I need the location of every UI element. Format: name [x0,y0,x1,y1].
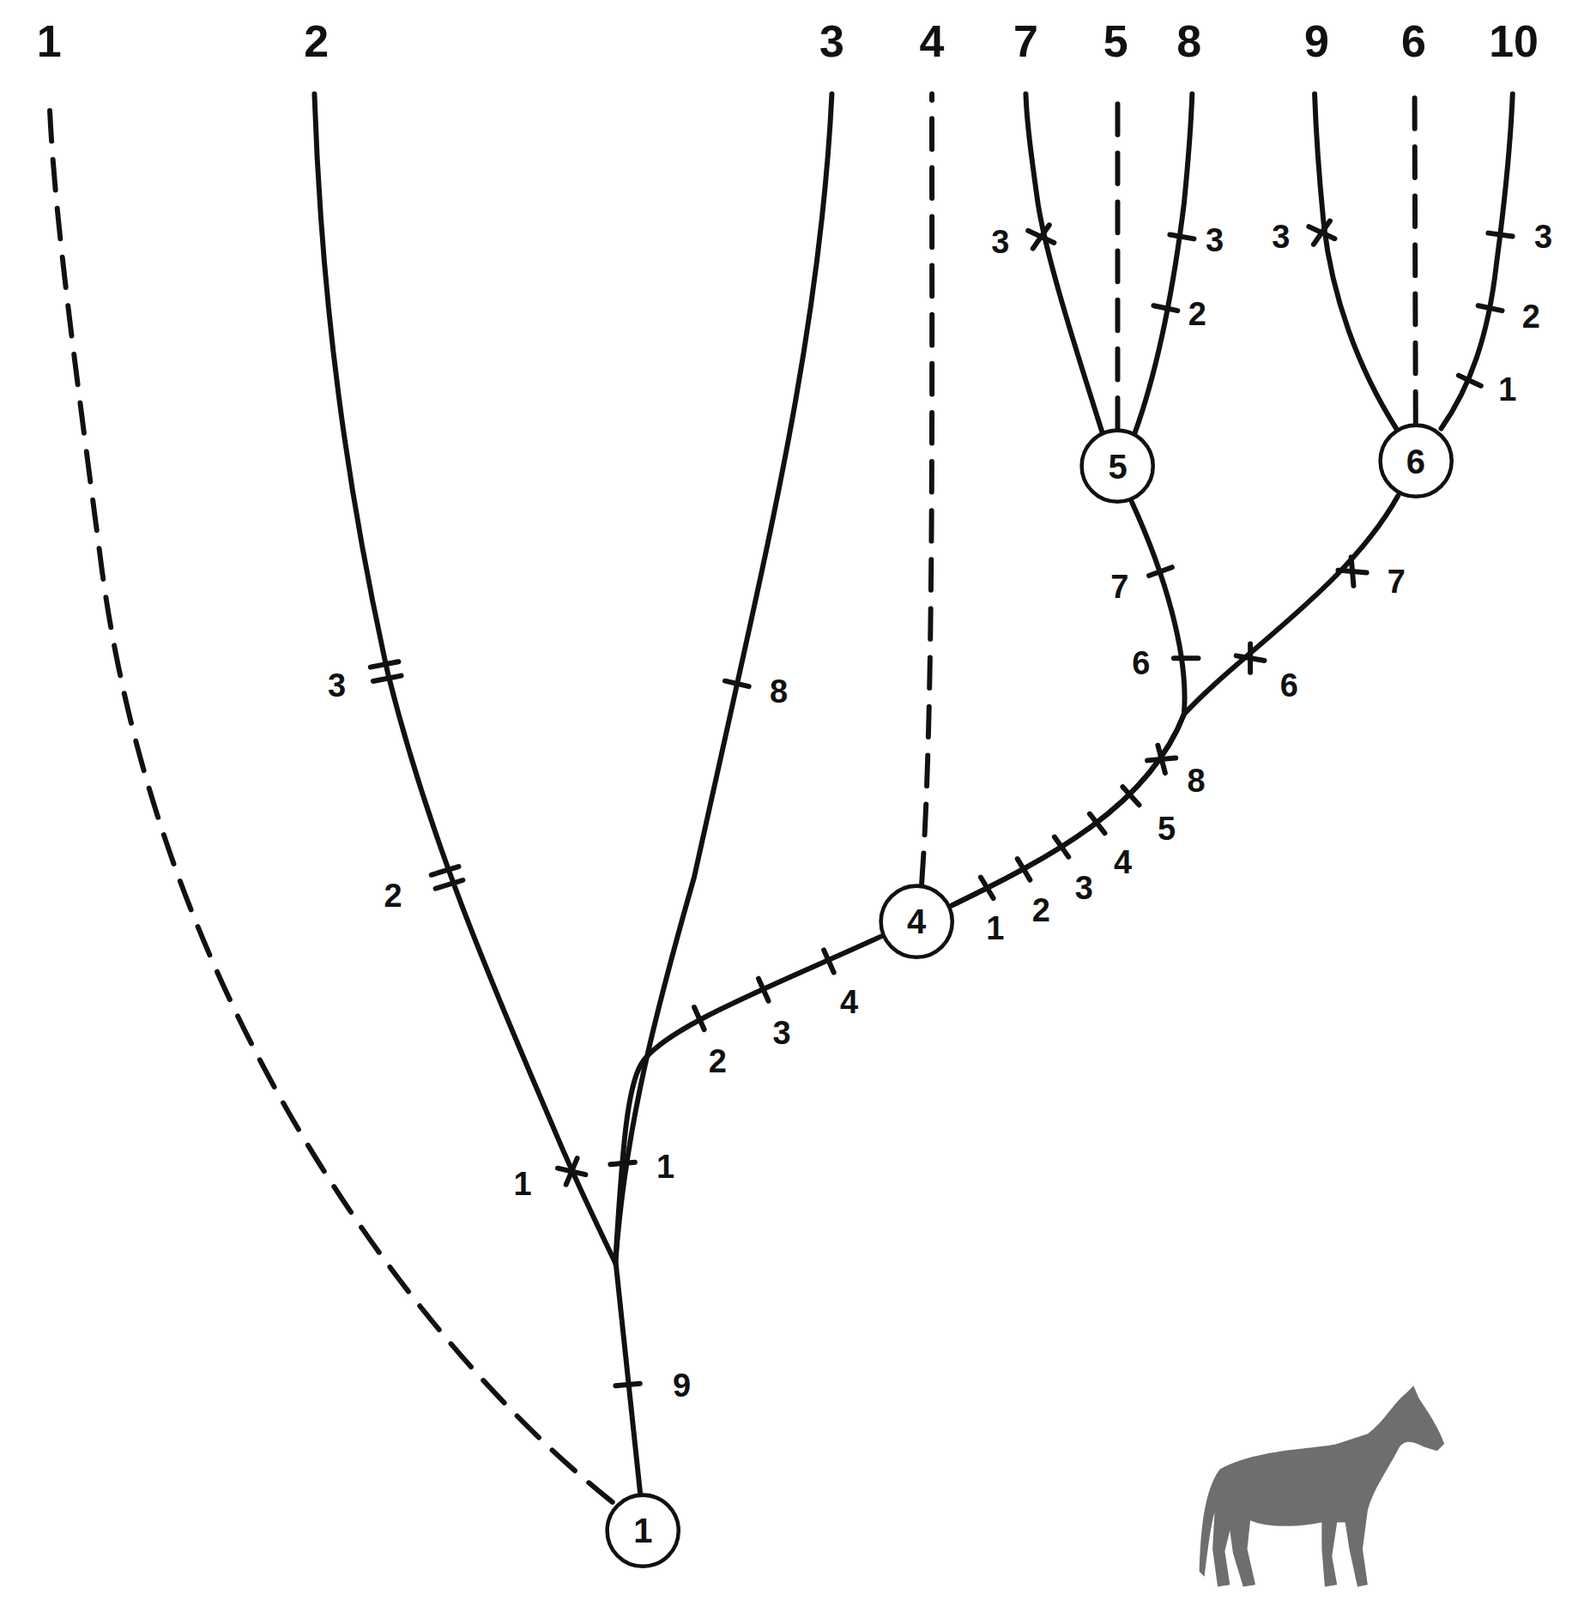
taxon-number: 6 [1399,18,1428,64]
character-number: 9 [671,1369,693,1403]
character-number: 2 [1186,297,1209,331]
character-number: 4 [838,985,860,1019]
character-number: 1 [984,912,1006,945]
tick-mark [557,1168,586,1176]
tick-mark [1478,305,1503,311]
character-number: 8 [767,675,790,708]
horse-silhouette [1199,1385,1445,1587]
tick-mark [1173,655,1199,661]
character-number: 5 [1155,812,1178,846]
character-number: 3 [1203,223,1226,257]
character-number: 3 [771,1016,793,1050]
ancestor-circle: 6 [1377,422,1455,500]
character-number: 3 [1269,220,1292,254]
taxon-number: 7 [1011,18,1040,64]
character-number: 3 [989,225,1011,259]
character-number: 3 [1073,871,1095,905]
dashed-branch [1414,93,1416,423]
taxon-number: 5 [1101,18,1131,64]
taxon-number: 8 [1174,18,1204,64]
tick-mark [370,661,400,667]
branch-line [314,93,616,1264]
character-number: 1 [511,1167,533,1201]
node-number: 5 [1107,449,1127,484]
tick-mark [725,681,750,687]
tick-mark [431,866,460,876]
character-number: 8 [1185,764,1208,798]
branch-line [615,93,832,1264]
node-number: 6 [1406,444,1426,479]
character-number: 7 [1108,570,1131,604]
ancestor-circle: 5 [1078,427,1156,505]
taxon-number: 3 [817,18,847,64]
tick-mark [1458,375,1482,387]
taxon-number: 2 [302,18,331,64]
ancestor-circle: 1 [604,1492,682,1570]
character-number: 2 [381,879,404,913]
branch-line [1314,93,1397,429]
character-number: 7 [1385,565,1408,599]
character-number: 2 [1030,894,1052,927]
tick-mark [1153,305,1178,311]
tick-mark [1027,230,1054,243]
tick-mark [1308,226,1335,239]
tick-mark [1169,234,1194,239]
character-ticks [370,221,1513,1387]
branch-line [1025,93,1102,433]
tick-mark [1487,233,1512,237]
taxon-number: 10 [1487,18,1541,64]
dashed-branch [921,93,932,884]
character-number: 2 [707,1045,729,1078]
character-number: 2 [1520,300,1542,333]
character-number: 6 [1130,646,1152,680]
character-number: 3 [326,669,348,702]
character-number: 3 [1532,220,1554,254]
taxon-number: 1 [35,18,64,64]
tick-mark [373,676,402,682]
tick-mark [435,880,464,889]
branch-line [1135,93,1193,433]
character-number: 1 [1496,373,1518,406]
character-number: 4 [1112,846,1134,879]
lineage-line [951,495,1398,906]
dashed-branch [1115,93,1121,429]
character-number: 6 [1278,669,1300,702]
lineage-line [615,937,881,1494]
ancestor-circle: 4 [877,882,956,961]
node-number: 1 [633,1513,653,1548]
character-number: 1 [654,1150,677,1184]
node-number: 4 [906,904,926,939]
taxon-number: 4 [918,18,947,64]
taxon-number: 9 [1302,18,1331,64]
